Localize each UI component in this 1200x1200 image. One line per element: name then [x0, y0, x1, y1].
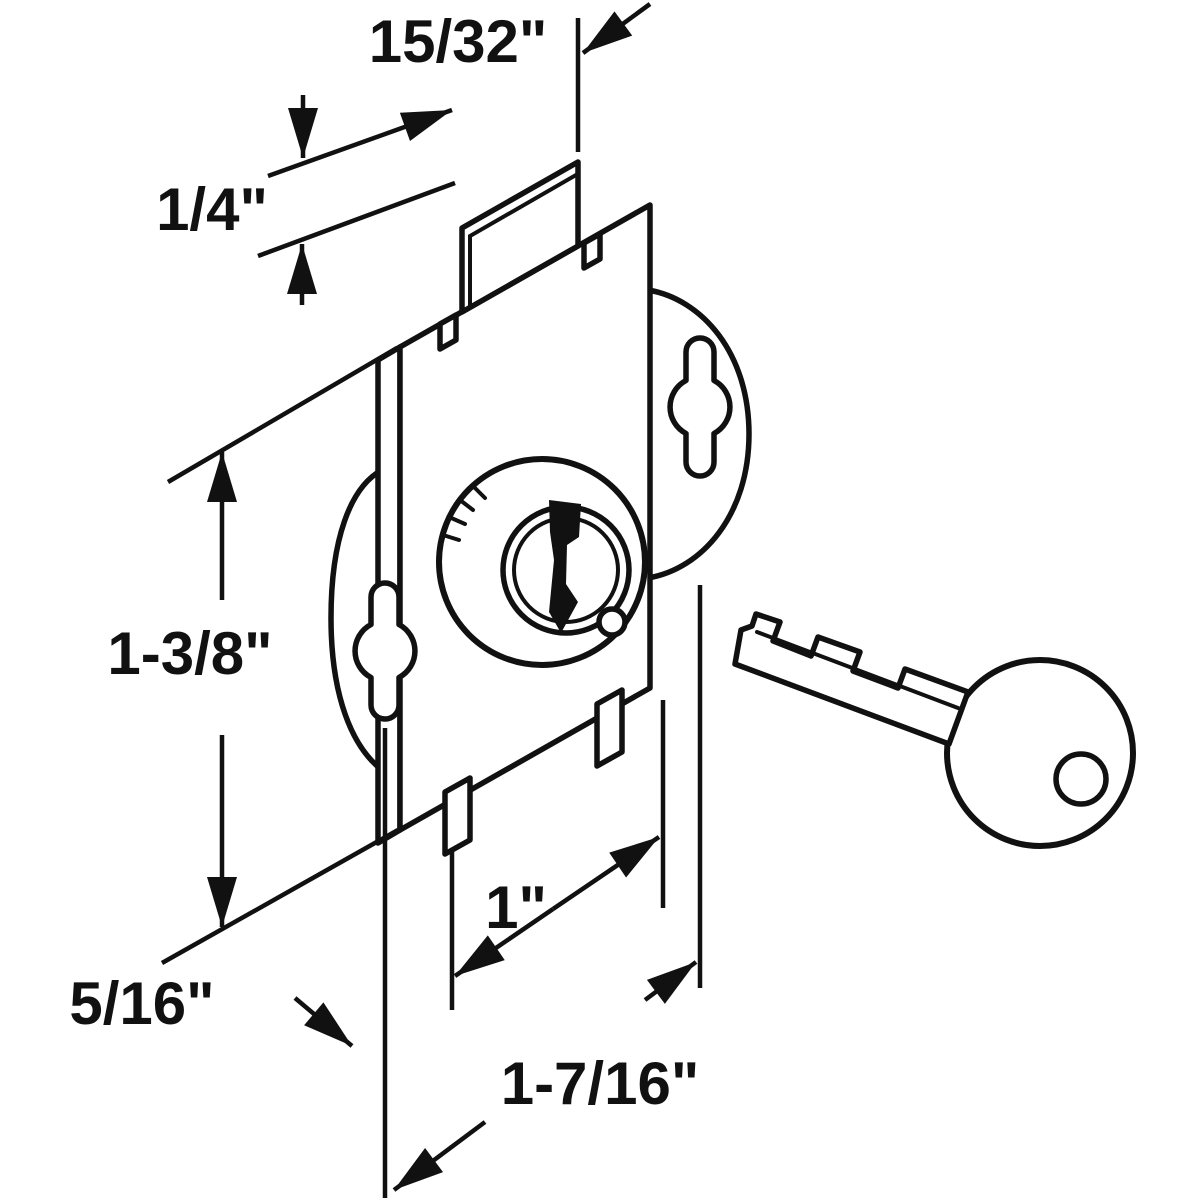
dim-tab-spacing-arrow-right [551, 835, 661, 911]
dim-overall-width-arrow-left [392, 1120, 487, 1192]
cylinder-knurl-2 [447, 515, 467, 526]
cylinder-knurl-4 [471, 484, 487, 500]
dim-label-plate-height: 1-3/8" [107, 620, 272, 687]
dimension-annotations: 15/32" 1/4" 1-3/8" 5/16" 1" 1-7/16" [69, 2, 703, 1198]
screw-hole [596, 606, 628, 638]
dim-plate-height-ext-bottom [160, 828, 400, 965]
key-bow-hole [1053, 751, 1109, 807]
dim-plate-height-ext-top [166, 346, 399, 484]
dim-label-tab-spacing: 1" [485, 874, 547, 941]
dim-tab-height-ext [257, 180, 456, 259]
dim-tab-spacing-arrow-left [453, 907, 555, 978]
lock-assembly [328, 159, 752, 857]
dim-label-edge-offset: 5/16" [69, 970, 214, 1037]
dim-tab-width-arrow-left [267, 107, 453, 179]
keyway-slot [549, 500, 581, 633]
key-blade-edge-line [755, 630, 960, 710]
left-keyhole-slot [352, 580, 418, 722]
notch-left [437, 312, 459, 352]
dim-label-tab-width: 15/32" [369, 8, 548, 75]
cylinder-knurl-1 [441, 533, 461, 542]
notch-right [581, 231, 603, 271]
right-keyhole-slot [667, 335, 733, 479]
dim-edge-offset-arrow [293, 996, 354, 1048]
top-tab [459, 159, 581, 315]
dim-label-overall-width: 1-7/16" [501, 1050, 700, 1117]
dim-overall-width-arrow-right [643, 960, 698, 1004]
dim-label-tab-height: 1/4" [156, 176, 268, 243]
top-tab-lip [468, 173, 578, 309]
foot-left [442, 775, 473, 857]
key-blade [732, 611, 971, 747]
foot-right [594, 687, 625, 769]
dim-tab-width-arrow-right [581, 2, 652, 55]
key-bow [944, 657, 1136, 849]
key [732, 611, 1136, 849]
cylinder-knurl-3 [458, 498, 475, 512]
